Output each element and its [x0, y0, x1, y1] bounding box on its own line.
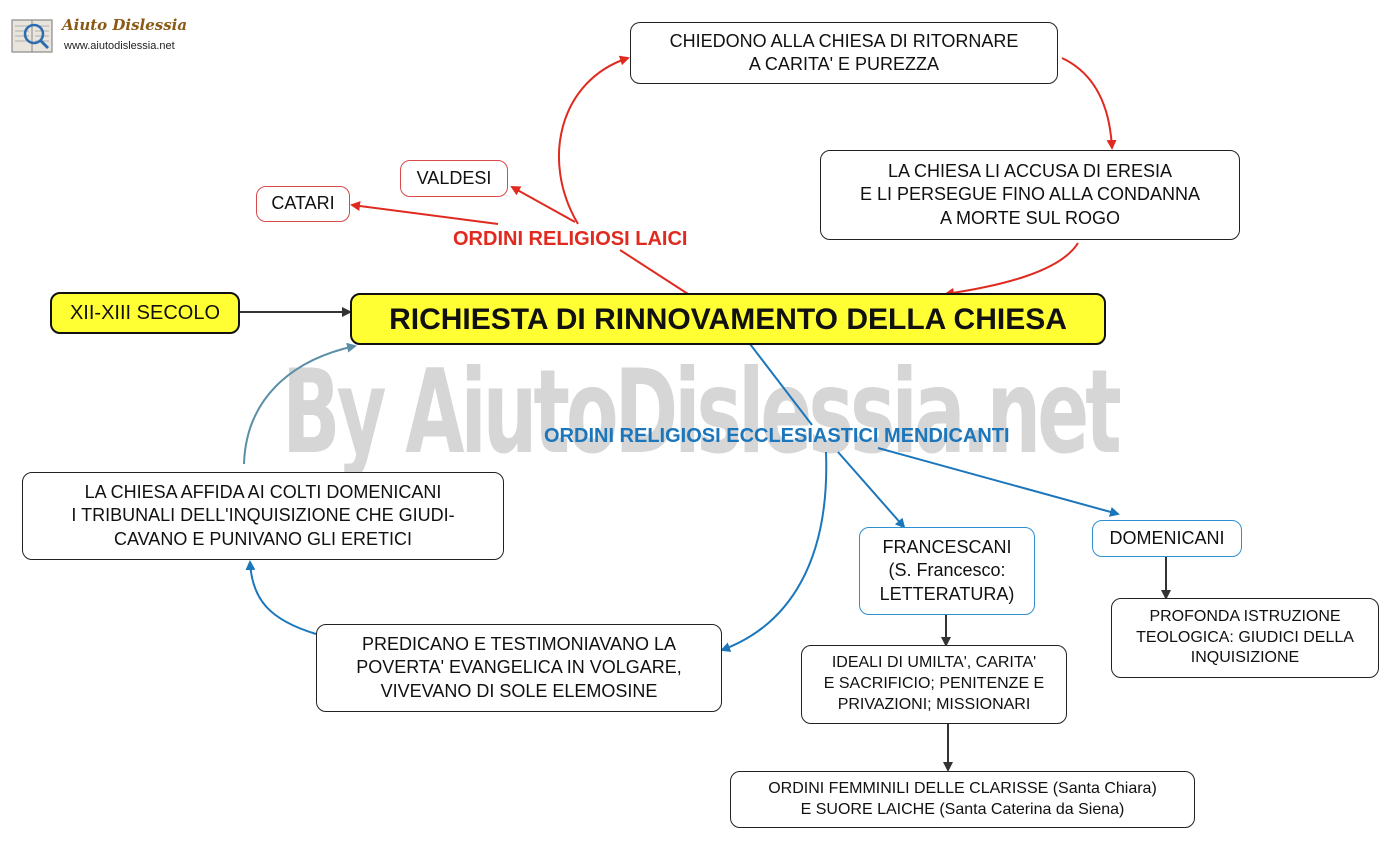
valdesi-label: VALDESI	[416, 167, 492, 188]
femminili-line-2: E SUORE LAICHE (Santa Caterina da Siena)	[800, 800, 1125, 818]
arrow-to-preaching	[720, 451, 828, 652]
preaching-node: PREDICANO E TESTIMONIAVANO LA POVERTA' E…	[316, 624, 722, 712]
inquisition-line-2: I TRIBUNALI DELL'INQUISIZIONE CHE GIUDI-	[71, 505, 455, 526]
laici-branch-label: ORDINI RELIGIOSI LAICI	[453, 228, 688, 250]
arrow-laici-to-central-link	[619, 249, 689, 295]
arrow-accusation-to-central	[944, 242, 1079, 298]
istruzione-node: PROFONDA ISTRUZIONE TEOLOGICA: GIUDICI D…	[1111, 598, 1379, 678]
arrow-preaching-to-inquisition	[245, 560, 317, 635]
arrow-to-valdesi	[510, 186, 576, 223]
mendicanti-branch-label: ORDINI RELIGIOSI ECCLESIASTICI MENDICANT…	[544, 425, 1010, 447]
logo-title: Aiuto Dislessia	[62, 16, 188, 34]
catari-label: CATARI	[271, 193, 335, 214]
accusation-line-3: A MORTE SUL ROGO	[939, 207, 1121, 228]
aiutodislessia-logo: Aiuto Dislessia www.aiutodislessia.net	[10, 14, 200, 60]
inquisition-node: LA CHIESA AFFIDA AI COLTI DOMENICANI I T…	[22, 472, 504, 560]
arrow-to-domenicani	[877, 447, 1120, 517]
istruzione-line-3: INQUISIZIONE	[1190, 649, 1300, 667]
book-icon	[11, 19, 53, 53]
central-node: RICHIESTA DI RINNOVAMENTO DELLA CHIESA	[350, 293, 1106, 345]
preaching-line-1: PREDICANO E TESTIMONIAVANO LA	[361, 633, 677, 654]
francescani-line-1: FRANCESCANI	[882, 536, 1012, 557]
central-title: RICHIESTA DI RINNOVAMENTO DELLA CHIESA	[389, 302, 1067, 336]
domenicani-label: DOMENICANI	[1109, 527, 1225, 548]
arrow-inquisition-to-central	[243, 342, 357, 465]
arrow-request-to-accusation	[1061, 57, 1117, 150]
logo-url: www.aiutodislessia.net	[64, 40, 175, 52]
arrow-to-catari	[350, 201, 499, 225]
accusation-line-2: E LI PERSEGUE FINO ALLA CONDANNA	[859, 184, 1201, 205]
century-label: XII-XIII SECOLO	[69, 302, 221, 324]
valdesi-node: VALDESI	[400, 160, 508, 197]
request-line-1: CHIEDONO ALLA CHIESA DI RITORNARE	[669, 30, 1019, 51]
istruzione-line-2: TEOLOGICA: GIUDICI DELLA	[1136, 628, 1354, 646]
catari-node: CATARI	[256, 186, 350, 222]
preaching-line-3: VIVEVANO DI SOLE ELEMOSINE	[380, 680, 658, 701]
ideali-line-1: IDEALI DI UMILTA', CARITA'	[831, 654, 1037, 672]
ideali-node: IDEALI DI UMILTA', CARITA' E SACRIFICIO;…	[801, 645, 1067, 724]
istruzione-line-1: PROFONDA ISTRUZIONE	[1149, 607, 1341, 625]
ideali-line-3: PRIVAZIONI; MISSIONARI	[837, 695, 1031, 713]
francescani-line-2: (S. Francesco:	[888, 560, 1006, 581]
domenicani-node: DOMENICANI	[1092, 520, 1242, 557]
request-line-2: A CARITA' E PUREZZA	[748, 54, 940, 74]
arrow-to-francescani	[837, 451, 906, 529]
arrow-to-request	[558, 55, 630, 225]
femminili-line-1: ORDINI FEMMINILI DELLE CLARISSE (Santa C…	[768, 779, 1157, 797]
accusation-line-1: LA CHIESA LI ACCUSA DI ERESIA	[887, 160, 1173, 181]
francescani-line-3: LETTERATURA)	[879, 583, 1015, 604]
inquisition-line-1: LA CHIESA AFFIDA AI COLTI DOMENICANI	[84, 481, 442, 502]
request-node: CHIEDONO ALLA CHIESA DI RITORNARE A CARI…	[630, 22, 1058, 84]
accusation-node: LA CHIESA LI ACCUSA DI ERESIA E LI PERSE…	[820, 150, 1240, 240]
ideali-line-2: E SACRIFICIO; PENITENZE E	[823, 675, 1045, 693]
preaching-line-2: POVERTA' EVANGELICA IN VOLGARE,	[356, 657, 682, 678]
arrow-central-to-mendicanti-link	[749, 343, 813, 426]
inquisition-line-3: CAVANO E PUNIVANO GLI ERETICI	[113, 528, 413, 549]
francescani-node: FRANCESCANI (S. Francesco: LETTERATURA)	[859, 527, 1035, 615]
femminili-node: ORDINI FEMMINILI DELLE CLARISSE (Santa C…	[730, 771, 1195, 828]
century-node: XII-XIII SECOLO	[50, 292, 240, 334]
